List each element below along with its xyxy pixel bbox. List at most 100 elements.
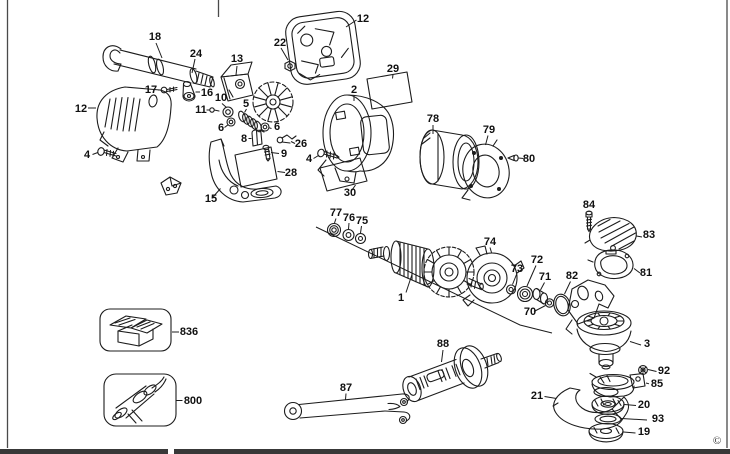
part-88-side-handle: [402, 345, 502, 403]
part-79-end-plate: [461, 139, 510, 201]
part-label-26: 26: [295, 138, 307, 150]
part-13-switch: [220, 61, 254, 102]
part-9-screw: [262, 144, 271, 162]
part-30-label-sticker: [319, 157, 368, 192]
part-label-84: 84: [583, 199, 596, 211]
part-label-13: 13: [231, 53, 243, 65]
part-92-nut: [638, 365, 648, 375]
part-label-83: 83: [643, 229, 655, 241]
part-label-77: 77: [330, 207, 342, 219]
part-84-screw: [585, 210, 593, 233]
leader-lines: [88, 19, 657, 434]
accessory-800-grease-applicator: [103, 373, 177, 427]
small-bracket: [160, 176, 182, 196]
part-label-76: 76: [343, 212, 355, 224]
part-26-brush-clip: [276, 134, 297, 144]
part-label-16: 16: [201, 87, 213, 99]
part-label-72: 72: [531, 254, 543, 266]
part-71-spacer: [532, 287, 549, 305]
part-label-80: 80: [523, 153, 535, 165]
part-label-21: 21: [531, 390, 543, 402]
part-label-93: 93: [652, 413, 664, 425]
part-83-gearcase-cover: [584, 216, 637, 255]
part-78-field-coil: [419, 129, 480, 190]
part-72-bearing: [516, 285, 534, 303]
part-label-800: 800: [184, 395, 202, 407]
part-24-spindle-tip: [192, 70, 215, 88]
part-label-10: 10: [215, 92, 227, 104]
part-19-clamp-nut: [588, 422, 624, 443]
part-12-housing-cover: [96, 86, 172, 163]
part-74-baffle-plate: [462, 245, 525, 307]
part-label-29: 29: [387, 63, 399, 75]
part-label-73: 73: [511, 263, 523, 275]
part-1-armature: [367, 240, 484, 298]
part-label-71: 71: [539, 271, 551, 283]
part-15-trigger-handle: [208, 138, 282, 203]
part-29-label-sticker: [366, 71, 413, 110]
part-77-bearing: [326, 222, 342, 238]
part-label-17: 17: [145, 84, 157, 96]
part-label-30: 30: [344, 187, 356, 199]
part-label-85: 85: [651, 378, 663, 390]
part-label-6-right: 6: [274, 121, 280, 133]
part-76-washer: [342, 228, 355, 242]
part-75-washer: [354, 232, 367, 245]
part-label-3: 3: [644, 338, 650, 350]
part-label-12-left: 12: [75, 103, 87, 115]
part-5-spring: [238, 110, 265, 133]
part-label-92: 92: [658, 365, 670, 377]
part-label-74: 74: [484, 236, 497, 248]
part-label-24: 24: [190, 48, 203, 60]
part-label-12-top: 12: [357, 13, 369, 25]
part-18-tube: [102, 45, 198, 84]
part-label-81: 81: [640, 267, 652, 279]
part-17-screw: [160, 86, 178, 94]
part-80-screw: [507, 154, 519, 162]
part-20-flange: [591, 395, 625, 415]
part-label-15: 15: [205, 193, 217, 205]
part-label-82: 82: [566, 270, 578, 282]
part-label-9: 9: [281, 148, 287, 160]
part-label-2: 2: [351, 84, 357, 96]
part-label-11: 11: [195, 104, 207, 116]
part-label-75: 75: [356, 215, 368, 227]
part-6-grommet-left: [226, 117, 236, 127]
part-3-gear-case: [565, 279, 632, 370]
part-28-label-sticker: [234, 146, 278, 188]
part-label-1: 1: [398, 292, 404, 304]
part-4-screw-right: [317, 148, 340, 160]
part-label-78: 78: [427, 113, 439, 125]
part-73-washer: [505, 284, 517, 295]
part-16-bearing-retainer: [182, 80, 196, 102]
part-label-8: 8: [241, 133, 247, 145]
part-12-switch-housing: [285, 10, 361, 85]
bottom-bar: [0, 449, 168, 454]
part-4-screw-left: [97, 147, 117, 158]
part-label-79: 79: [483, 124, 495, 136]
part-number-labels: 12 18 24 13 22 29 2 17 16 12 10 11 5 78 …: [75, 13, 670, 438]
part-93-washer: [594, 413, 622, 425]
part-14-fan: [252, 81, 294, 123]
copyright-mark: ©: [713, 435, 721, 447]
part-label-20: 20: [638, 399, 650, 411]
bottom-bar: [174, 449, 730, 454]
accessory-836-brush-kit: [99, 308, 172, 352]
part-6-grommet-right: [260, 122, 270, 132]
part-87-pin-wrench: [283, 393, 411, 425]
part-label-70: 70: [524, 306, 536, 318]
part-label-22: 22: [274, 37, 286, 49]
part-label-6-left: 6: [218, 122, 224, 134]
part-label-4-right: 4: [306, 153, 313, 165]
part-11-screw: [209, 107, 220, 113]
part-label-19: 19: [638, 426, 650, 438]
part-10-washer: [222, 106, 234, 118]
part-label-28: 28: [285, 167, 297, 179]
part-label-4-left: 4: [84, 149, 91, 161]
part-2-motor-housing: [317, 94, 395, 184]
part-81-gasket: [587, 249, 634, 280]
part-label-836: 836: [180, 326, 198, 338]
